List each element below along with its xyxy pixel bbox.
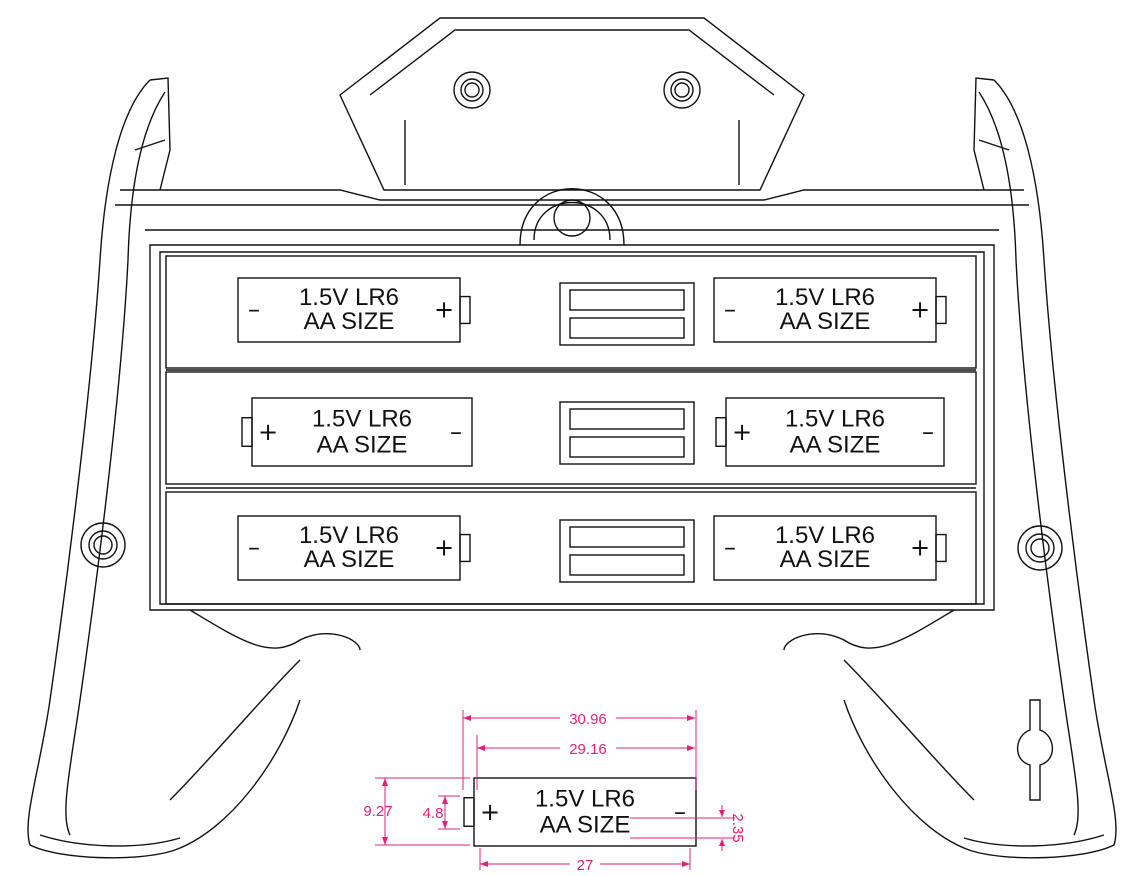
dim-overall-length: 30.96 xyxy=(569,711,607,728)
battery-terminal xyxy=(459,533,471,563)
battery-right-polarity: – xyxy=(450,418,462,446)
battery-size-label: AA SIZE xyxy=(790,431,881,458)
dim-terminal-height: 4.8 xyxy=(423,805,444,822)
dim-terminal-offset: 2.35 xyxy=(729,813,746,842)
screws xyxy=(80,71,1063,801)
lanyard-hole xyxy=(1016,699,1054,801)
battery-voltage-label: 1.5V LR6 xyxy=(785,406,885,433)
battery-left-polarity: – xyxy=(248,534,260,562)
screw-left xyxy=(80,522,126,568)
battery-size-label: AA SIZE xyxy=(540,811,631,838)
battery-left-polarity: – xyxy=(724,534,736,562)
screw-right xyxy=(1017,525,1063,571)
dimension-labels: 30.96 29.16 27 9.27 4.8 2.35 xyxy=(363,708,746,874)
battery-left-polarity: – xyxy=(248,296,260,324)
battery-left-polarity: + xyxy=(258,418,278,446)
battery-terminal xyxy=(241,417,253,447)
battery-left-polarity: + xyxy=(732,418,752,446)
battery-voltage-label: 1.5V LR6 xyxy=(299,522,399,549)
battery-right-polarity: + xyxy=(910,534,930,562)
battery-terminal xyxy=(935,295,947,325)
battery-right-polarity: – xyxy=(922,418,934,446)
dim-label-width: 27 xyxy=(577,857,594,874)
battery-terminal xyxy=(715,417,727,447)
screw-top-right xyxy=(663,71,701,109)
battery-left-polarity: + xyxy=(480,798,500,826)
contact-spring-row-3 xyxy=(559,519,695,583)
battery-size-label: AA SIZE xyxy=(304,546,395,573)
battery-left-polarity: – xyxy=(724,296,736,324)
battery-right-polarity: – xyxy=(674,798,686,826)
contact-spring-row-2 xyxy=(559,401,695,465)
battery-voltage-label: 1.5V LR6 xyxy=(535,786,635,813)
dimension-arrows xyxy=(382,715,725,867)
dim-diameter: 9.27 xyxy=(363,803,392,820)
battery-right-polarity: + xyxy=(434,296,454,324)
battery-right-polarity: + xyxy=(434,534,454,562)
battery-terminal xyxy=(459,295,471,325)
battery-terminal xyxy=(463,797,475,827)
battery-size-label: AA SIZE xyxy=(780,308,871,335)
dim-body-length: 29.16 xyxy=(569,741,607,758)
contact-spring-row-1 xyxy=(559,282,695,346)
controller-outline xyxy=(27,17,1117,859)
battery-trays xyxy=(165,255,977,605)
battery-size-label: AA SIZE xyxy=(304,308,395,335)
screw-top-left xyxy=(453,71,491,109)
battery-voltage-label: 1.5V LR6 xyxy=(775,284,875,311)
battery-size-label: AA SIZE xyxy=(317,431,408,458)
battery-voltage-label: 1.5V LR6 xyxy=(312,406,412,433)
battery-right-polarity: + xyxy=(910,296,930,324)
battery-voltage-label: 1.5V LR6 xyxy=(299,284,399,311)
battery-voltage-label: 1.5V LR6 xyxy=(775,522,875,549)
battery-size-label: AA SIZE xyxy=(780,546,871,573)
battery-terminal xyxy=(935,533,947,563)
screw-center-hinge xyxy=(553,199,591,237)
